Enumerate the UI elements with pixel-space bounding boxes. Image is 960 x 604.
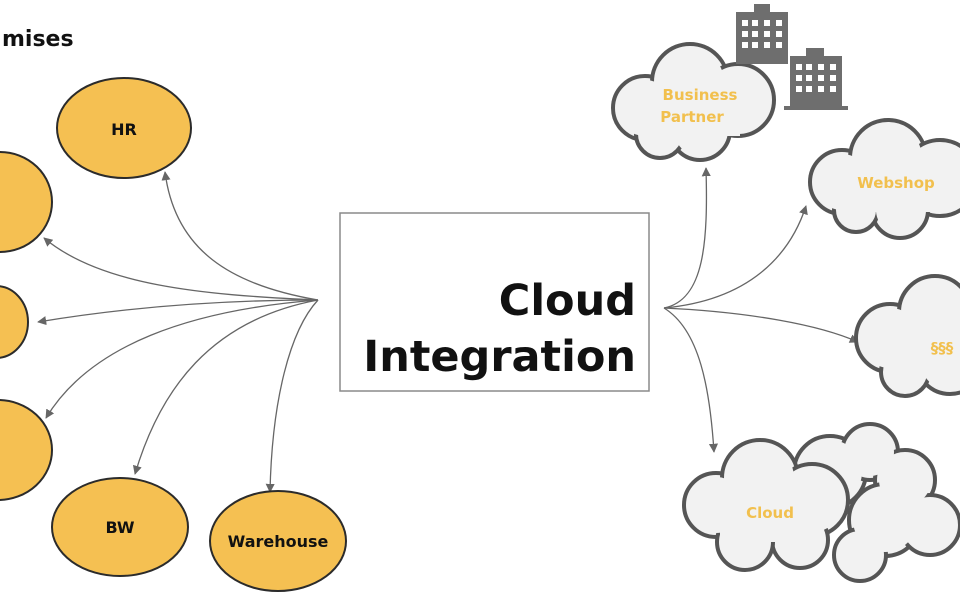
building-icon bbox=[784, 48, 848, 110]
cloud-label-partner: Partner bbox=[660, 108, 724, 126]
node-hr[interactable]: HR bbox=[56, 77, 192, 179]
center-title-line1: Cloud bbox=[499, 276, 636, 326]
cloud-business-partner[interactable]: Business Partner bbox=[611, 42, 776, 162]
left-connectors bbox=[37, 171, 319, 493]
cloud-systems: Business Partner bbox=[611, 4, 960, 583]
node-bw[interactable]: BW bbox=[51, 477, 189, 577]
node-label-hr: HR bbox=[111, 120, 137, 139]
cloud-label-webshop: Webshop bbox=[857, 174, 935, 192]
cloud-label-sss: §§§ bbox=[931, 339, 954, 357]
cloud-label-business: Business bbox=[663, 86, 738, 104]
connector-bw bbox=[132, 299, 319, 475]
connector-cloud bbox=[663, 307, 719, 453]
connector-node-4 bbox=[45, 299, 319, 419]
connector-business-partner bbox=[663, 167, 711, 309]
node-3[interactable] bbox=[0, 285, 29, 359]
cloud-label-cloud: Cloud bbox=[746, 504, 794, 522]
section-label: mises bbox=[2, 27, 74, 52]
right-connectors bbox=[663, 167, 859, 453]
cloud-cluster[interactable]: Cloud bbox=[682, 422, 960, 583]
on-premises-systems: HR BW Warehouse bbox=[0, 77, 347, 592]
connector-webshop bbox=[663, 205, 808, 309]
connector-warehouse bbox=[265, 299, 319, 493]
node-label-bw: BW bbox=[106, 518, 135, 537]
node-label-warehouse: Warehouse bbox=[228, 532, 329, 551]
connector-hr bbox=[161, 171, 319, 301]
cloud-integration-box: Cloud Integration bbox=[339, 212, 650, 392]
cloud-sss[interactable]: §§§ bbox=[854, 274, 960, 398]
node-warehouse[interactable]: Warehouse bbox=[209, 490, 347, 592]
connector-node-2 bbox=[43, 237, 319, 301]
node-2[interactable] bbox=[0, 151, 53, 253]
connector-node-3 bbox=[37, 299, 319, 326]
center-title-line2: Integration bbox=[363, 332, 636, 382]
node-4[interactable] bbox=[0, 399, 53, 501]
building-icon bbox=[736, 4, 788, 64]
connector-sss bbox=[663, 307, 859, 343]
cloud-webshop[interactable]: Webshop bbox=[808, 118, 960, 240]
